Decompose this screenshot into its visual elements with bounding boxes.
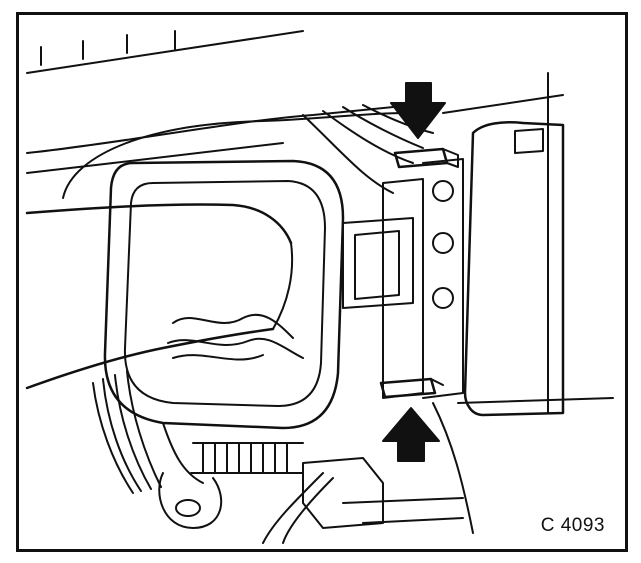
mounting-lug: [158, 472, 223, 529]
arrow-down-icon: [390, 82, 446, 139]
air-duct: [25, 203, 294, 390]
switch-module: [342, 72, 614, 534]
bottom-connector: [262, 457, 464, 544]
corrugated-hose: [92, 370, 304, 494]
arrow-up-icon: [382, 407, 440, 462]
vent-outlet: [103, 159, 345, 430]
technical-illustration: [25, 30, 614, 544]
retaining-clips: [379, 147, 459, 399]
shroud-housing: [62, 104, 434, 199]
illustration-frame: C 4093: [16, 12, 628, 552]
figure-code: C 4093: [540, 515, 605, 536]
upper-panel: [26, 30, 434, 174]
